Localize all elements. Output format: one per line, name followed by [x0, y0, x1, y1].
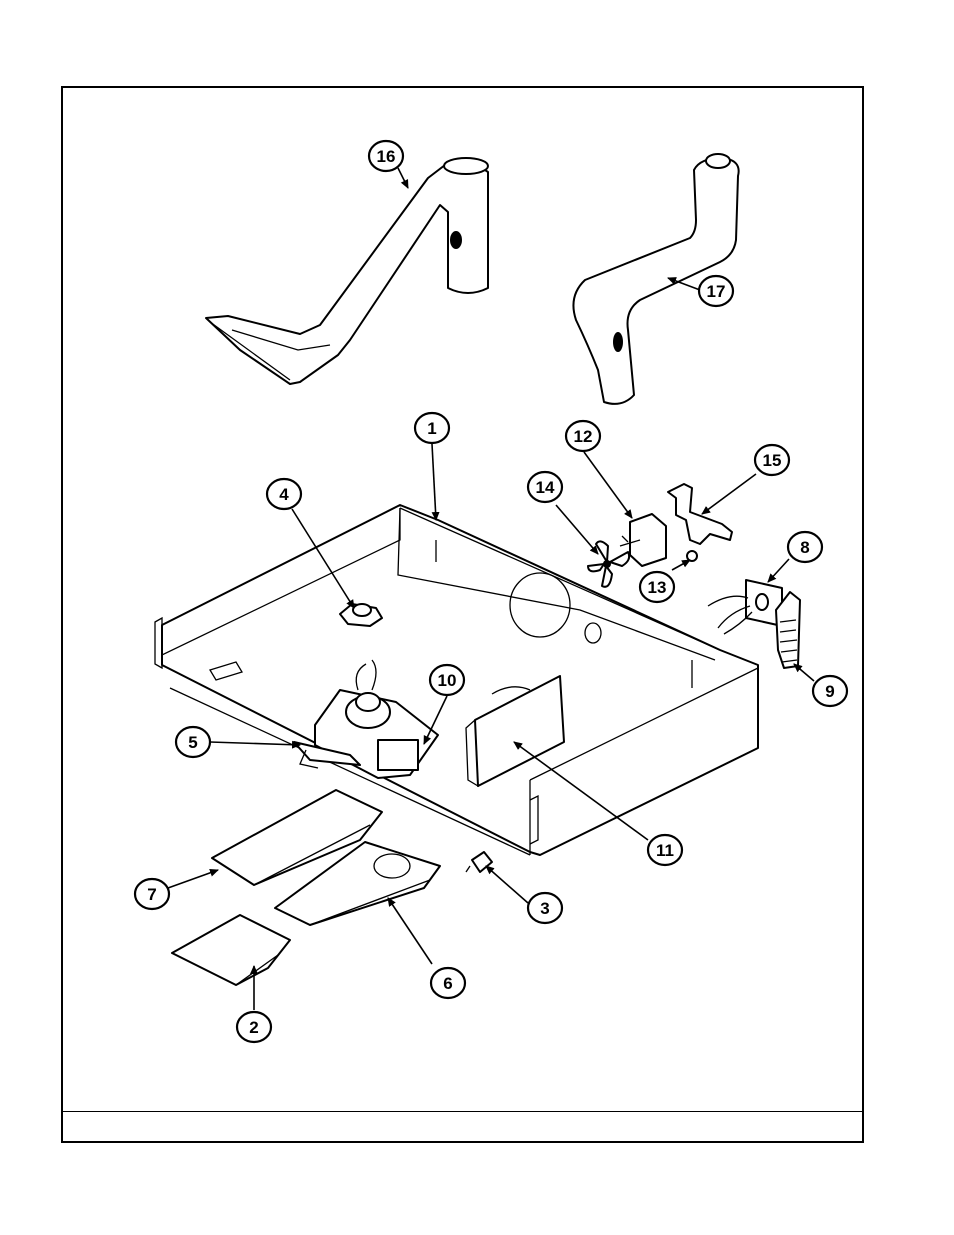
- callout-17: 17: [699, 276, 733, 306]
- callout-3: 3: [528, 893, 562, 923]
- callout-6: 6: [431, 968, 465, 998]
- part-8-terminal-block: [708, 580, 782, 634]
- callout-7: 7: [135, 879, 169, 909]
- svg-text:4: 4: [279, 485, 289, 504]
- part-3-bumper: [466, 852, 492, 872]
- callout-16: 16: [369, 141, 403, 171]
- callout-15: 15: [755, 445, 789, 475]
- svg-text:12: 12: [574, 427, 593, 446]
- callout-4: 4: [267, 479, 301, 509]
- svg-text:10: 10: [438, 671, 457, 690]
- callout-13: 13: [640, 572, 674, 602]
- part-13-nut: [687, 551, 697, 561]
- callout-8: 8: [788, 532, 822, 562]
- callout-11: 11: [648, 835, 682, 865]
- svg-text:17: 17: [707, 282, 726, 301]
- svg-text:9: 9: [825, 682, 834, 701]
- callout-5: 5: [176, 727, 210, 757]
- part-16-duct: [206, 158, 488, 384]
- part-15-bracket: [668, 484, 732, 544]
- callout-10: 10: [430, 665, 464, 695]
- svg-text:6: 6: [443, 974, 452, 993]
- svg-text:8: 8: [800, 538, 809, 557]
- svg-text:11: 11: [656, 841, 674, 860]
- callout-2: 2: [237, 1012, 271, 1042]
- svg-text:7: 7: [147, 885, 156, 904]
- callout-9: 9: [813, 676, 847, 706]
- callout-1: 1: [415, 413, 449, 443]
- svg-text:14: 14: [536, 478, 555, 497]
- part-2-panel: [172, 915, 290, 985]
- part-14-fan-blade: [588, 541, 629, 586]
- svg-text:2: 2: [249, 1018, 258, 1037]
- svg-text:5: 5: [188, 733, 197, 752]
- callout-12: 12: [566, 421, 600, 451]
- svg-text:16: 16: [377, 147, 396, 166]
- callout-14: 14: [528, 472, 562, 502]
- svg-text:13: 13: [648, 578, 667, 597]
- svg-text:1: 1: [427, 419, 436, 438]
- svg-text:15: 15: [763, 451, 782, 470]
- svg-text:3: 3: [540, 899, 549, 918]
